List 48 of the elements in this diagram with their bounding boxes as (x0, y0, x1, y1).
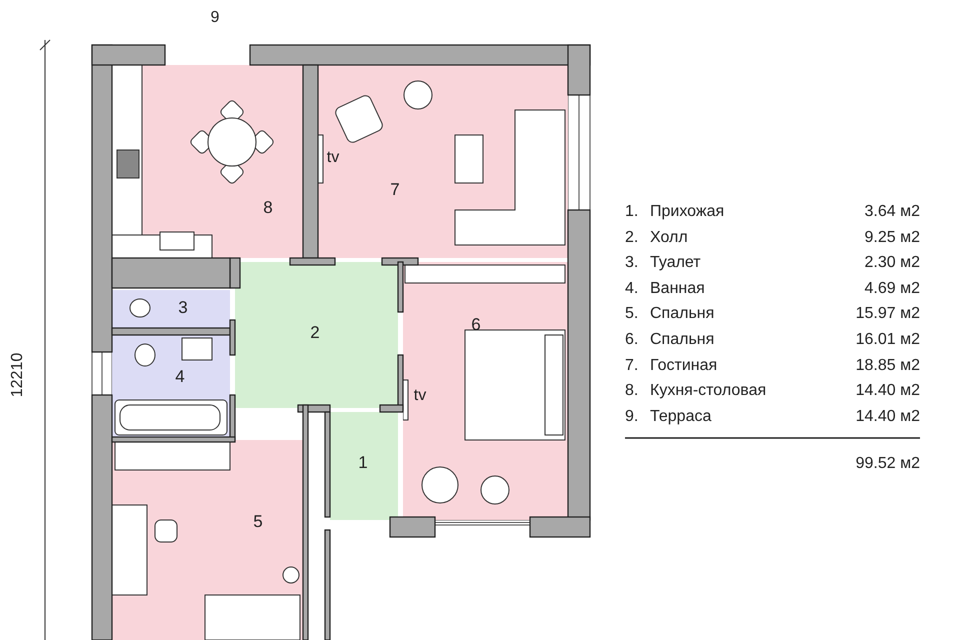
item-number: 7. (625, 356, 638, 375)
area-value: 16.01 м2 (856, 331, 920, 349)
room-name: Холл (650, 228, 688, 247)
room-area (112, 290, 230, 328)
room-number: 2 (310, 323, 320, 343)
item-number: 5. (625, 305, 638, 324)
item-number: 6. (625, 331, 638, 349)
room-name: Ванная (650, 280, 705, 298)
area-value: 3.64 м2 (864, 203, 920, 221)
room-number: 3 (178, 298, 188, 318)
dimension-label: 12210 (9, 352, 27, 398)
item-number: 4. (625, 280, 638, 298)
area-value: 9.25 м2 (864, 228, 920, 247)
area-value: 14.40 м2 (856, 408, 920, 426)
room-name: Спальня (650, 305, 714, 324)
room-name: Терраса (650, 408, 712, 426)
item-number: 2. (625, 228, 638, 247)
room-area (403, 262, 568, 520)
room-area (318, 65, 568, 258)
room-name: Спальня (650, 331, 714, 349)
terrace-label: 9 (210, 9, 220, 27)
tv-label: tv (326, 149, 340, 167)
room-number: 4 (175, 367, 185, 387)
item-number: 3. (625, 254, 638, 272)
room-number: 6 (471, 315, 481, 335)
room-area (235, 262, 398, 408)
area-value: 15.97 м2 (856, 305, 920, 324)
item-number: 8. (625, 382, 638, 400)
room-name: Гостиная (650, 356, 718, 375)
room-area (112, 440, 303, 640)
room-name: Кухня-столовая (650, 382, 766, 400)
area-value: 14.40 м2 (856, 382, 920, 400)
room-number: 7 (390, 180, 400, 200)
item-number: 9. (625, 408, 638, 426)
room-area (112, 65, 303, 258)
room-number: 1 (358, 453, 368, 473)
item-number: 1. (625, 203, 638, 221)
area-value: 4.69 м2 (864, 280, 920, 298)
total-area: 99.52 м2 (856, 455, 920, 473)
tv-label: tv (414, 387, 426, 405)
room-number: 5 (253, 512, 263, 532)
area-value: 18.85 м2 (856, 356, 920, 375)
area-value: 2.30 м2 (864, 254, 920, 272)
room-name: Туалет (650, 254, 701, 272)
room-name: Прихожая (650, 203, 724, 221)
room-number: 8 (263, 198, 273, 218)
room-area (330, 412, 398, 520)
room-area (112, 335, 230, 437)
